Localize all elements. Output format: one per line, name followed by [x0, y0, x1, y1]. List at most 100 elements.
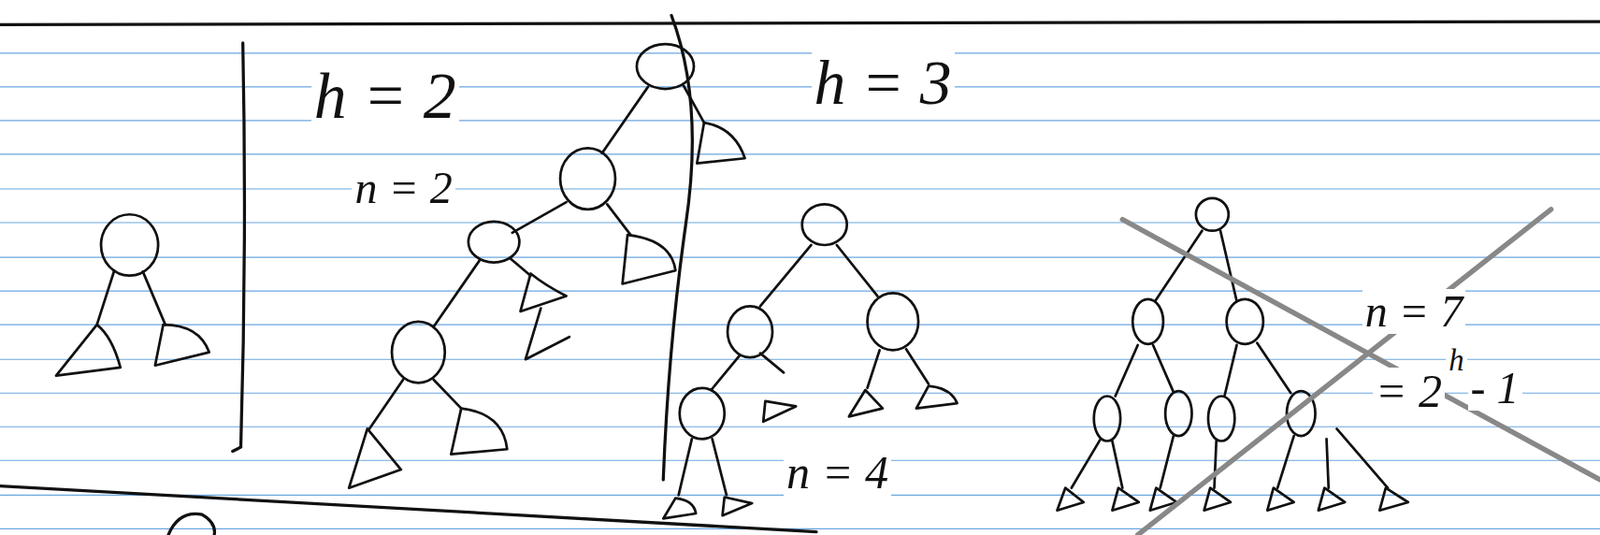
tree-edge [1111, 441, 1123, 489]
cross-stroke [1122, 219, 1600, 480]
tree-node [867, 292, 920, 350]
formula-part: - 1 [1468, 365, 1523, 411]
tree-edge [1214, 441, 1217, 489]
subtree-shape [56, 324, 121, 376]
subtree-shape [916, 386, 958, 409]
tree-node [636, 43, 694, 89]
cross-out [1122, 209, 1600, 535]
height-label: h = 3 [811, 51, 955, 116]
leaf-shape [1111, 488, 1139, 511]
tree-node [391, 321, 446, 383]
ruled-line [0, 324, 1600, 326]
tree-edge [433, 259, 480, 327]
ruled-line [0, 52, 1600, 54]
tree-edge [1071, 439, 1101, 488]
subtree-shape [763, 401, 796, 422]
ruled-lines [0, 53, 1600, 529]
separator-line [0, 21, 1600, 25]
tree-node [468, 221, 520, 263]
tree-edge [711, 355, 741, 390]
separator-line [0, 486, 817, 533]
tree-edge [1220, 230, 1237, 302]
tree-node [727, 305, 773, 358]
formula-exponent: h [1445, 345, 1467, 376]
ruled-line [0, 187, 1600, 189]
tree-node [100, 214, 159, 275]
count-label: n = 4 [783, 448, 892, 496]
count-label: n = 4 [783, 448, 892, 496]
subtree-shape [450, 408, 507, 455]
tree-node [1132, 299, 1164, 345]
subtree-shape [622, 234, 677, 284]
tree-node [1094, 395, 1121, 441]
divider-stroke [232, 43, 246, 451]
ruled-line [0, 528, 1600, 530]
tree-node [560, 147, 616, 209]
tree-edge [1277, 435, 1294, 489]
tree-edge [97, 270, 116, 325]
tree-node [1226, 299, 1264, 345]
tree-edge [512, 201, 567, 233]
tree-h3 [663, 203, 957, 519]
tree-edge [369, 379, 404, 429]
tree-edge [1326, 438, 1329, 488]
leaf-shape [1204, 488, 1231, 511]
tree-edge [606, 203, 631, 235]
section-lines [0, 14, 1600, 534]
tree-h1 [56, 214, 210, 375]
tree-edge [1336, 428, 1388, 488]
tree-edge [760, 353, 784, 374]
tree-edge [602, 86, 649, 154]
leaf-shape [1318, 488, 1345, 511]
tree-full [1056, 198, 1408, 511]
ruled-line [0, 290, 1600, 292]
ruled-line [0, 119, 1600, 121]
formula-exponent: h [1445, 345, 1467, 376]
ruled-line [0, 153, 1600, 155]
divider-stroke [663, 14, 692, 479]
tree-edge [143, 271, 166, 325]
tree-edge [1224, 345, 1237, 397]
subtree-shape [155, 324, 210, 366]
tree-node [802, 203, 848, 246]
tree-edge [510, 258, 532, 276]
tree-node [1196, 198, 1229, 231]
tree-edge [1256, 343, 1291, 393]
tree-edge [1153, 345, 1174, 392]
leaf-shape [1056, 488, 1083, 511]
tree-node [679, 388, 725, 440]
tree-node [1165, 390, 1192, 436]
count-label: n = 2 [351, 165, 455, 211]
tree-node [1208, 395, 1235, 441]
tree-edge [906, 348, 929, 384]
ruled-line [0, 392, 1600, 394]
formula-part: - 1 [1468, 365, 1523, 411]
tree-edge [433, 379, 462, 409]
subtree-shape [849, 389, 883, 417]
height-label: h = 2 [311, 63, 460, 130]
tree-edge [683, 86, 705, 123]
formula-part: = 2 [1372, 367, 1446, 415]
subtree-shape [722, 497, 753, 517]
subtree-shape [696, 122, 745, 164]
tree-edge [1115, 345, 1139, 397]
subtree-shape [520, 273, 567, 312]
ruled-line [0, 221, 1600, 223]
tree-edge [1160, 435, 1174, 489]
leaf-shape [1267, 488, 1294, 511]
formula-part: = 2 [1372, 367, 1446, 415]
subtree-shape [663, 498, 696, 519]
count-label: n = 2 [351, 165, 455, 211]
tree-edge [712, 438, 727, 495]
partial-circle [168, 513, 215, 534]
tree-edge [678, 438, 692, 495]
tree-edge [760, 245, 812, 306]
count-label: n = 7 [1362, 288, 1466, 334]
leaf-shape [1379, 488, 1409, 511]
subtree-shape [525, 308, 570, 361]
ruled-line [0, 86, 1600, 87]
height-label: h = 3 [811, 51, 955, 116]
subtree-shape [348, 428, 402, 488]
tree-edge [867, 349, 880, 388]
